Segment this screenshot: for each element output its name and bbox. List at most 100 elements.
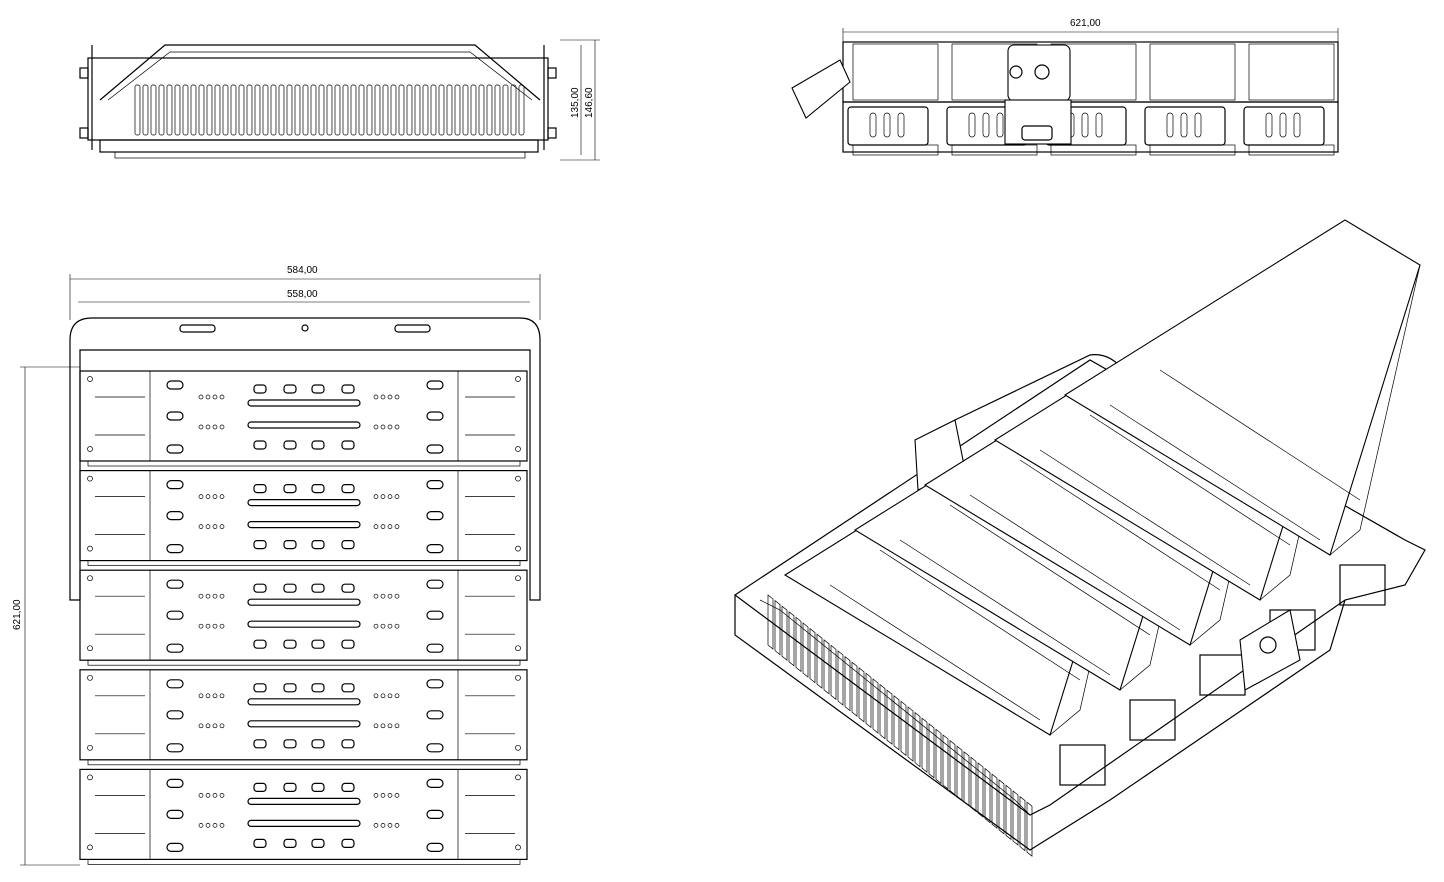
- screw: [515, 575, 521, 582]
- module-foot: [1248, 144, 1335, 156]
- heatsink-fin: [774, 599, 781, 656]
- screw: [87, 545, 93, 552]
- heatsink-fin: [398, 84, 405, 136]
- heatsink-fin: [414, 84, 421, 136]
- led-module: [79, 669, 528, 766]
- iso-led-module: [1063, 219, 1421, 606]
- heatsink-fin: [928, 723, 935, 779]
- module-endcap: [847, 106, 929, 146]
- heatsink-fin: [802, 622, 809, 678]
- heatsink-fin: [837, 650, 844, 706]
- heatsink-fin: [238, 84, 245, 136]
- heatsink-fin: [977, 762, 984, 818]
- heatsink-fin: [942, 734, 949, 790]
- heatsink-fin: [406, 84, 413, 136]
- heatsink-fin: [767, 594, 774, 650]
- module-profile: [1149, 43, 1236, 101]
- heatsink-fin: [318, 84, 325, 136]
- led-module: [79, 768, 528, 865]
- heatsink-fin: [198, 84, 205, 136]
- heatsink-fin: [134, 84, 141, 136]
- heatsink-fin: [900, 700, 907, 757]
- led-module: [79, 370, 528, 467]
- heatsink-fin: [921, 717, 928, 773]
- heatsink-fin: [844, 655, 851, 712]
- screw: [87, 446, 93, 452]
- heatsink-fin: [781, 605, 788, 661]
- heatsink-fin: [142, 84, 149, 136]
- screw: [87, 575, 93, 582]
- module-foot: [1050, 144, 1137, 156]
- heatsink-fin: [174, 84, 181, 136]
- dim-height-outer: 146,60: [584, 87, 595, 118]
- heatsink-fin: [430, 84, 437, 136]
- screw: [515, 645, 521, 652]
- screw: [515, 774, 521, 781]
- screw: [515, 475, 521, 482]
- heatsink-fin: [150, 84, 157, 136]
- heatsink-fin: [816, 633, 823, 689]
- screw: [87, 674, 93, 681]
- screw: [515, 446, 521, 452]
- heatsink-fin: [510, 84, 517, 136]
- heatsink-fin: [310, 84, 317, 136]
- module-endcap: [1339, 564, 1386, 606]
- heatsink-fin: [158, 84, 165, 136]
- heatsink-fin: [206, 84, 213, 136]
- heatsink-fin: [222, 84, 229, 136]
- heatsink-fin: [326, 84, 333, 136]
- heatsink-fin: [914, 711, 921, 768]
- heatsink-fin: [350, 84, 357, 136]
- heatsink-fin: [246, 84, 253, 136]
- heatsink-fin: [374, 84, 381, 136]
- module-foot: [852, 144, 939, 156]
- heatsink-fin: [1012, 790, 1019, 846]
- heatsink-fin: [858, 667, 865, 723]
- heatsink-fin: [494, 84, 501, 136]
- module-foot: [1149, 144, 1236, 156]
- heatsink-fin: [809, 627, 816, 684]
- screw: [515, 376, 521, 382]
- heatsink-fin: [366, 84, 373, 136]
- heatsink-fin: [446, 84, 453, 136]
- heatsink-fin: [907, 706, 914, 762]
- heatsink-fin: [1026, 801, 1033, 857]
- module-endcap: [1199, 654, 1246, 696]
- heatsink-fin: [454, 84, 461, 136]
- heatsink-fin: [358, 84, 365, 136]
- led-module: [79, 470, 528, 566]
- heatsink-fin: [422, 84, 429, 136]
- heatsink-fin: [478, 84, 485, 136]
- heatsink-fin: [294, 84, 301, 136]
- heatsink-fin: [851, 661, 858, 717]
- side-view: 135,00 146,60: [79, 39, 600, 161]
- iso-view: [733, 219, 1426, 857]
- heatsink-fin: [254, 84, 261, 136]
- heatsink-fin: [470, 84, 477, 136]
- screw: [515, 674, 521, 681]
- heatsink-fin: [502, 84, 509, 136]
- heatsink-fin: [334, 84, 341, 136]
- heatsink-fin: [788, 611, 795, 667]
- heatsink-fin: [390, 84, 397, 136]
- heatsink-fin: [486, 84, 493, 136]
- heatsink-fin: [230, 84, 237, 136]
- screw: [515, 844, 521, 851]
- heatsink-fin: [795, 616, 802, 673]
- heatsink-fin: [879, 683, 886, 740]
- heatsink-fin: [963, 751, 970, 807]
- heatsink-fin: [270, 84, 277, 136]
- heatsink-fin: [1005, 784, 1012, 841]
- heatsink-fin: [956, 745, 963, 801]
- heatsink-fin: [970, 756, 977, 813]
- module-endcap: [1243, 106, 1325, 146]
- heatsink-fin: [438, 84, 445, 136]
- module-profile: [852, 43, 939, 101]
- heatsink-fin: [935, 728, 942, 785]
- heatsink-fin: [518, 84, 525, 136]
- heatsink-fin: [182, 84, 189, 136]
- plan-view: 584,00 558,00 621,00: [12, 265, 541, 866]
- screw: [515, 545, 521, 552]
- dim-width-inner: 558,00: [287, 289, 318, 300]
